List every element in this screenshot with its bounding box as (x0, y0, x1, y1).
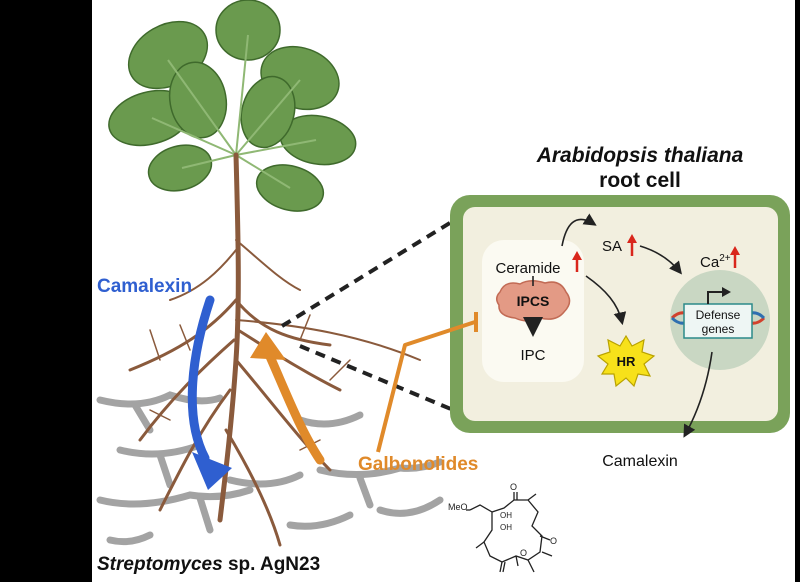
ca-symbol: Ca (700, 254, 720, 271)
ipcs-label: IPCS (517, 293, 550, 309)
camalexin-arrow (187, 295, 232, 490)
galbonolide-structure (466, 492, 553, 573)
defense-genes-line2: genes (702, 322, 735, 336)
sa-label: SA (602, 238, 622, 255)
leaf (147, 144, 213, 192)
hr-label: HR (617, 354, 636, 369)
molecule-o3: O (520, 548, 527, 558)
galbonolide-arrow (250, 332, 325, 465)
zoom-lines (280, 216, 460, 414)
streptomyces-label: Streptomyces sp. AgN23 (97, 554, 320, 575)
camalexin-label: Camalexin (97, 276, 192, 297)
ceramide-label: Ceramide (495, 260, 560, 277)
cell-title-line1: Arabidopsis thaliana (536, 144, 744, 167)
ipc-label: IPC (520, 347, 545, 364)
molecule-oh2: OH (500, 523, 512, 532)
streptomyces-strain: sp. AgN23 (223, 554, 321, 575)
molecule-meo: MeO (448, 502, 468, 512)
molecule-o1: O (510, 482, 517, 492)
increase-arrows (572, 234, 740, 272)
leaf (215, 0, 281, 61)
hr-burst (596, 334, 656, 388)
defense-genes-box (683, 303, 753, 339)
plant-rosette (108, 0, 357, 212)
leaf (240, 75, 296, 149)
defense-genes-line1: Defense (696, 308, 741, 322)
molecule-o2: O (550, 536, 557, 546)
cell-title-line2: root cell (599, 169, 681, 192)
ipcs-enzyme (496, 280, 571, 322)
defense-genes (670, 287, 766, 339)
ca-charge: 2+ (719, 253, 731, 264)
camalexin-output-label: Camalexin (602, 453, 678, 470)
galbonolides-label: Galbonolides (358, 454, 478, 475)
streptomyces-genus: Streptomyces (97, 554, 223, 575)
cell-arrows (523, 213, 713, 438)
streptomyces-hyphae (96, 391, 444, 546)
galbonolide-inhibition (376, 312, 478, 453)
molecule-oh1: OH (500, 511, 512, 520)
ca-label: Ca2+ (700, 253, 731, 271)
